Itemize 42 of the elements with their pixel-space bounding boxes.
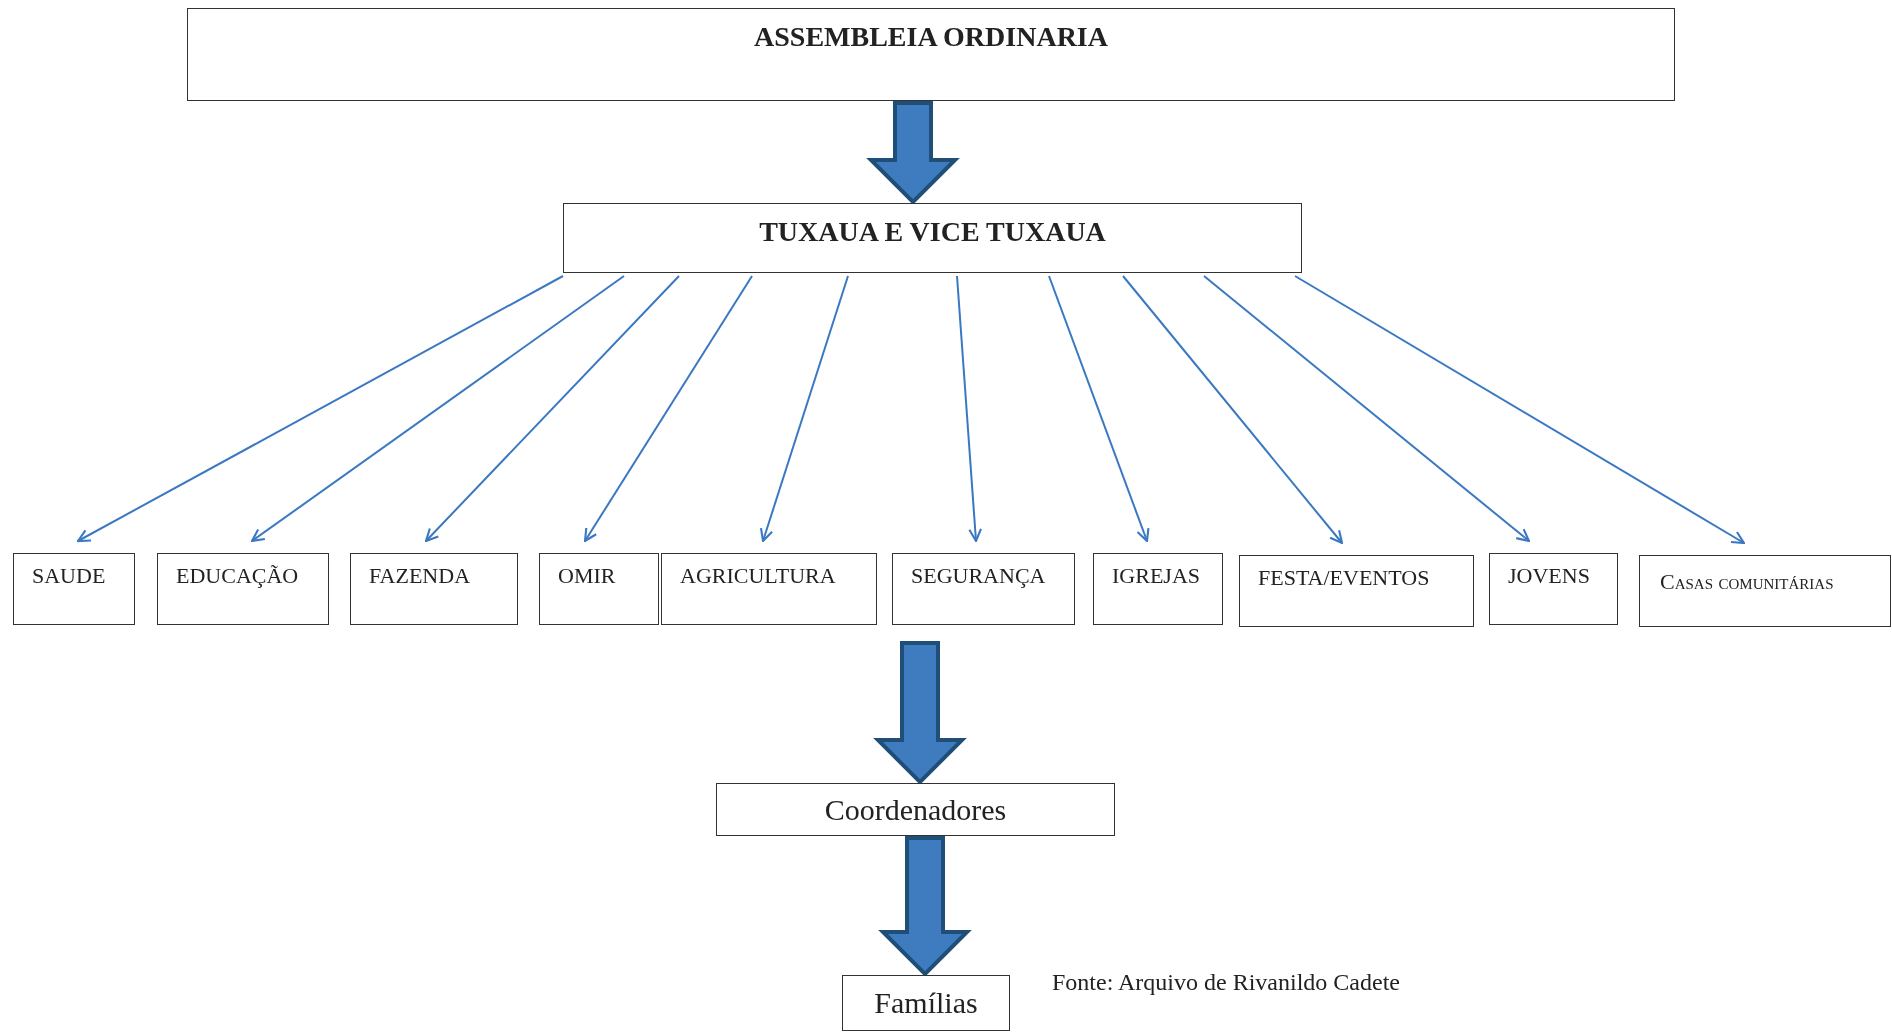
arrow <box>1122 275 1344 545</box>
label-box <box>716 783 1115 836</box>
arrow <box>76 275 564 543</box>
arrow <box>1048 275 1150 543</box>
arrow <box>1294 275 1746 545</box>
box-label: AGRICULTURA <box>680 562 836 590</box>
label-box <box>661 553 877 625</box>
label-box <box>350 553 518 625</box>
source-note: Fonte: Arquivo de Rivanildo Cadete <box>1052 968 1400 997</box>
arrow <box>1203 275 1531 543</box>
label-box <box>842 975 1010 1031</box>
box-label: Famílias <box>874 985 978 1022</box>
label-box <box>1639 555 1891 627</box>
label-box <box>1093 553 1223 625</box>
arrow <box>956 275 983 543</box>
box-label: Coordenadores <box>824 791 1007 828</box>
block-arrow <box>873 641 967 785</box>
label-box <box>1239 555 1474 627</box>
box-label: SAUDE <box>32 562 106 590</box>
box-label: Casas comunitárias <box>1660 568 1834 596</box>
label-box <box>539 553 659 625</box>
box-label: OMIR <box>558 562 616 590</box>
label-box <box>1489 553 1618 625</box>
box-label: FAZENDA <box>369 562 471 590</box>
box-label: EDUCAÇÃO <box>176 562 299 590</box>
arrow <box>583 275 753 543</box>
box-label: TUXAUA E VICE TUXAUA <box>759 215 1106 249</box>
block-arrow <box>878 836 972 977</box>
box-label: FESTA/EVENTOS <box>1258 564 1430 592</box>
box-label: JOVENS <box>1508 562 1590 590</box>
label-box <box>13 553 135 625</box>
box-label: SEGURANÇA <box>911 562 1046 590</box>
arrow <box>424 275 680 543</box>
arrow <box>759 275 849 543</box>
label-box <box>563 203 1302 273</box>
box-label: ASSEMBLEIA ORDINARIA <box>754 20 1108 54</box>
label-box <box>187 8 1675 101</box>
label-box <box>157 553 329 625</box>
box-label: IGREJAS <box>1112 562 1200 590</box>
block-arrow <box>866 101 960 205</box>
arrow <box>250 275 625 543</box>
label-box <box>892 553 1075 625</box>
